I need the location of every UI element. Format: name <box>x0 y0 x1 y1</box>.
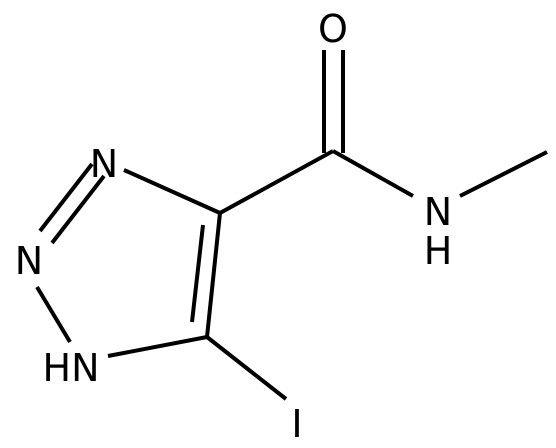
atom-ring-nh: HN <box>43 346 100 390</box>
bond-carbonyl-amide-n <box>332 149 414 198</box>
bond-n2-n1 <box>35 285 72 344</box>
bond-n3-n2-double-b <box>50 174 106 245</box>
bond-amide-n-methyl <box>459 150 548 198</box>
bond-ring-c4-carbonyl <box>219 149 334 215</box>
atom-amide-hydrogen: H <box>424 229 453 273</box>
bond-n3-c4 <box>123 168 221 215</box>
atom-amide-nitrogen: N <box>424 190 452 234</box>
bond-n3-n2-double-a <box>38 162 94 233</box>
bond-c5-c4-double-inner <box>190 224 205 323</box>
bond-c5-c4-double-outer <box>205 212 222 338</box>
atom-oxygen: O <box>318 7 348 51</box>
atom-ring-nitrogen-2: N <box>15 239 43 283</box>
bond-c5-iodine <box>205 335 288 401</box>
bonds <box>35 50 548 401</box>
atom-iodine: I <box>291 402 302 446</box>
atom-labels: O N H N N HN I <box>15 7 453 446</box>
atom-ring-nitrogen-3: N <box>90 142 118 186</box>
bond-n1-c5 <box>107 335 208 358</box>
